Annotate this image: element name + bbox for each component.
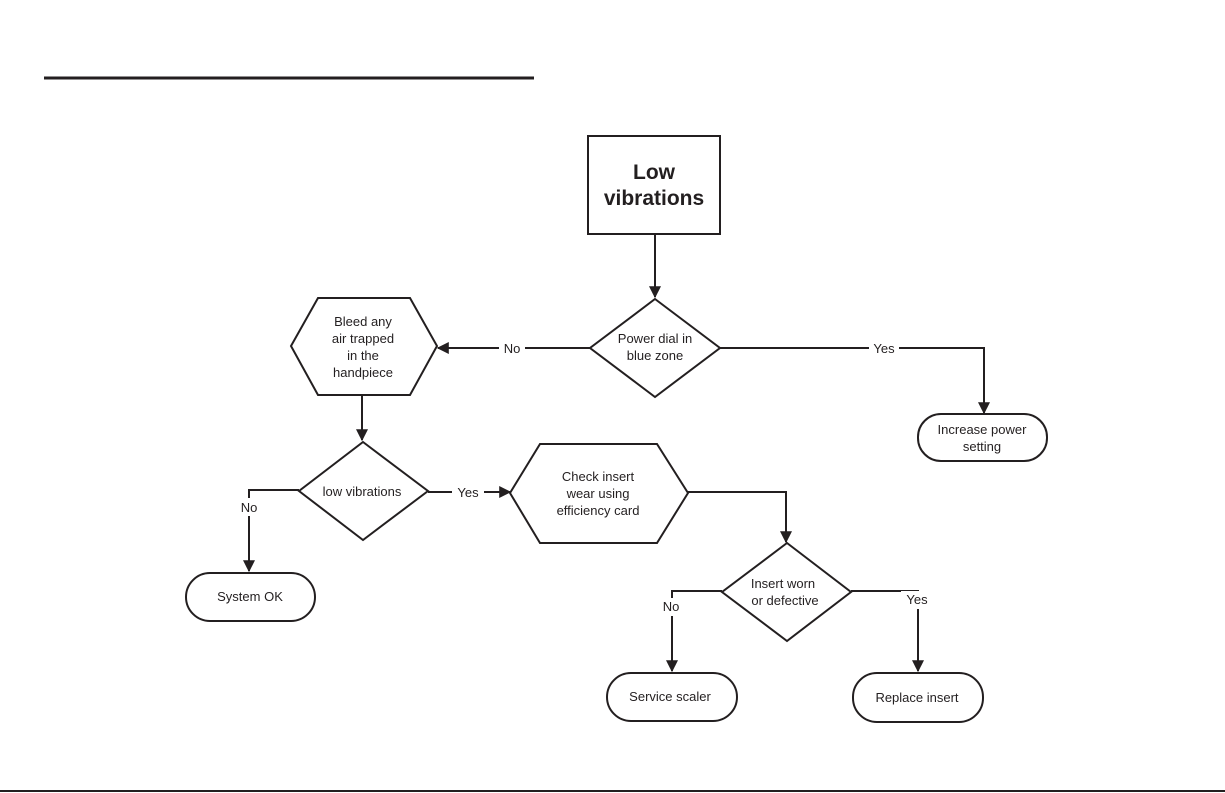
insert-worn-line2: or defective [751, 593, 818, 608]
check-insert-line1: Check insert [562, 469, 635, 484]
increase-power-line2: setting [963, 439, 1001, 454]
start-label-line1: Low [633, 161, 676, 184]
process-hexagon [291, 298, 437, 395]
system-ok-label: System OK [217, 589, 283, 604]
start-label-line2: vibrations [604, 187, 704, 210]
bleed-line4: handpiece [333, 365, 393, 380]
decision-low-vibrations: low vibrations [299, 442, 428, 540]
edge-label-worn-yes: Yes [906, 592, 928, 607]
replace-insert-label: Replace insert [875, 690, 958, 705]
decision-power-line1: Power dial in [618, 331, 692, 346]
check-insert-line3: efficiency card [557, 503, 640, 518]
start-node: Low vibrations [588, 136, 720, 234]
process-check-insert: Check insert wear using efficiency card [510, 444, 688, 543]
edge-label-power-no: No [504, 341, 521, 356]
terminal-replace-insert: Replace insert [853, 673, 983, 722]
lowvib-line1: low vibrations [323, 484, 402, 499]
insert-worn-line1: Insert worn [751, 576, 815, 591]
check-insert-line2: wear using [566, 486, 630, 501]
bleed-line2: air trapped [332, 331, 394, 346]
edge-label-lowvib-yes: Yes [457, 485, 479, 500]
edge-label-worn-no: No [663, 599, 680, 614]
increase-power-line1: Increase power [938, 422, 1028, 437]
edge-label-lowvib-no: No [241, 500, 258, 515]
terminal-system-ok: System OK [186, 573, 315, 621]
terminal-increase-power: Increase power setting [918, 414, 1047, 461]
decision-power-line2: blue zone [627, 348, 683, 363]
decision-diamond [722, 543, 851, 641]
bleed-line1: Bleed any [334, 314, 392, 329]
decision-power-dial: Power dial in blue zone [590, 299, 720, 397]
terminal-service-scaler: Service scaler [607, 673, 737, 721]
decision-insert-worn: Insert worn or defective [722, 543, 851, 641]
process-bleed-air: Bleed any air trapped in the handpiece [291, 298, 437, 395]
service-scaler-label: Service scaler [629, 689, 711, 704]
edge-label-power-yes: Yes [873, 341, 895, 356]
edge-power-yes [720, 348, 984, 413]
start-box [588, 136, 720, 234]
bleed-line3: in the [347, 348, 379, 363]
edge-check-to-worn [688, 492, 786, 542]
